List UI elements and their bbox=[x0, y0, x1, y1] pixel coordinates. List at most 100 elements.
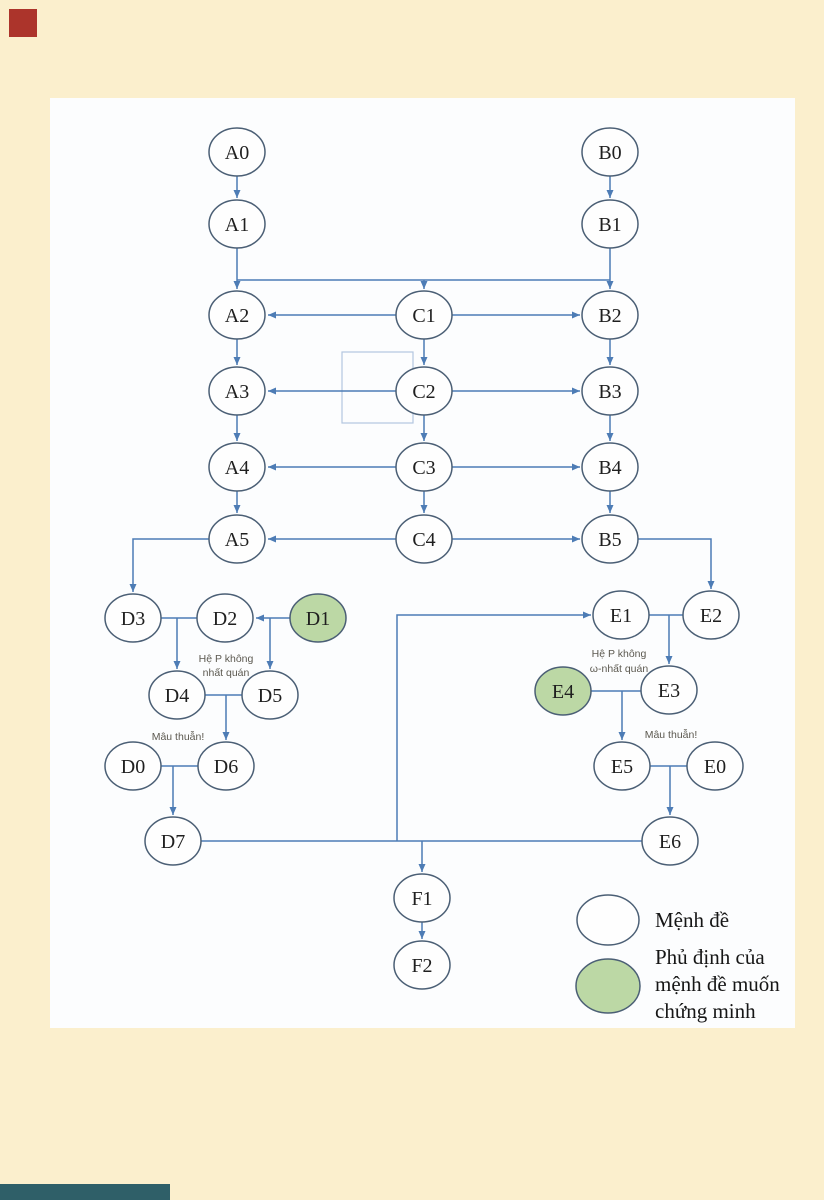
node-label-f2: F2 bbox=[411, 955, 432, 977]
node-ellipse-d5 bbox=[241, 670, 299, 720]
node-label-d1: D1 bbox=[306, 608, 330, 630]
legend-swatch-negation bbox=[575, 958, 641, 1014]
node-b5: B5 bbox=[581, 514, 639, 564]
node-d0: D0 bbox=[104, 741, 162, 791]
edge-bus-e1 bbox=[396, 611, 591, 841]
node-d3: D3 bbox=[104, 593, 162, 643]
node-b3: B3 bbox=[581, 366, 639, 416]
node-label-a2: A2 bbox=[225, 305, 249, 327]
node-ellipse-b0 bbox=[581, 127, 639, 177]
node-d6: D6 bbox=[197, 741, 255, 791]
node-f1: F1 bbox=[393, 873, 451, 923]
node-label-b1: B1 bbox=[598, 214, 621, 236]
node-ellipse-b3 bbox=[581, 366, 639, 416]
node-ellipse-e0 bbox=[686, 741, 744, 791]
node-ellipse-d4 bbox=[148, 670, 206, 720]
node-d5: D5 bbox=[241, 670, 299, 720]
node-d2: D2 bbox=[196, 593, 254, 643]
node-label-c4: C4 bbox=[412, 529, 435, 551]
node-e1: E1 bbox=[592, 590, 650, 640]
node-label-d0: D0 bbox=[121, 756, 145, 778]
node-f2: F2 bbox=[393, 940, 451, 990]
node-label-e1: E1 bbox=[610, 605, 632, 627]
node-e4: E4 bbox=[534, 666, 592, 716]
node-e5: E5 bbox=[593, 741, 651, 791]
node-label-b4: B4 bbox=[598, 457, 621, 479]
node-a0: A0 bbox=[208, 127, 266, 177]
node-c2: C2 bbox=[395, 366, 453, 416]
node-ellipse-a4 bbox=[208, 442, 266, 492]
node-ellipse-b4 bbox=[581, 442, 639, 492]
node-label-e0: E0 bbox=[704, 756, 726, 778]
node-label-e6: E6 bbox=[659, 831, 681, 853]
node-a5: A5 bbox=[208, 514, 266, 564]
node-label-d3: D3 bbox=[121, 608, 145, 630]
node-ellipse-c4 bbox=[395, 514, 453, 564]
node-label-a5: A5 bbox=[225, 529, 249, 551]
node-label-e2: E2 bbox=[700, 605, 722, 627]
node-ellipse-e6 bbox=[641, 816, 699, 866]
node-e0: E0 bbox=[686, 741, 744, 791]
node-label-d4: D4 bbox=[165, 685, 189, 707]
node-ellipse-e2 bbox=[682, 590, 740, 640]
node-b0: B0 bbox=[581, 127, 639, 177]
node-ellipse-d0 bbox=[104, 741, 162, 791]
node-ellipse-a0 bbox=[208, 127, 266, 177]
node-c1: C1 bbox=[395, 290, 453, 340]
node-ellipse-d7 bbox=[144, 816, 202, 866]
node-label-d5: D5 bbox=[258, 685, 282, 707]
node-label-b3: B3 bbox=[598, 381, 621, 403]
node-label-e3: E3 bbox=[658, 680, 680, 702]
node-ellipse-e5 bbox=[593, 741, 651, 791]
node-label-a3: A3 bbox=[225, 381, 249, 403]
node-ellipse-d1 bbox=[289, 593, 347, 643]
node-label-b5: B5 bbox=[598, 529, 621, 551]
node-ellipse-a3 bbox=[208, 366, 266, 416]
node-ellipse-f2 bbox=[393, 940, 451, 990]
node-d4: D4 bbox=[148, 670, 206, 720]
node-label-e4: E4 bbox=[552, 681, 574, 703]
node-b1: B1 bbox=[581, 199, 639, 249]
node-d1: D1 bbox=[289, 593, 347, 643]
node-ellipse-e4 bbox=[534, 666, 592, 716]
edge-a5-d3 bbox=[129, 538, 209, 592]
node-ellipse-b5 bbox=[581, 514, 639, 564]
node-a2: A2 bbox=[208, 290, 266, 340]
node-a1: A1 bbox=[208, 199, 266, 249]
node-e3: E3 bbox=[640, 665, 698, 715]
node-ellipse-f1 bbox=[393, 873, 451, 923]
node-ellipse-a1 bbox=[208, 199, 266, 249]
node-label-c3: C3 bbox=[412, 457, 435, 479]
node-a3: A3 bbox=[208, 366, 266, 416]
edge-b5-e2 bbox=[638, 538, 715, 589]
node-label-c2: C2 bbox=[412, 381, 435, 403]
node-ellipse-e3 bbox=[640, 665, 698, 715]
node-label-d7: D7 bbox=[161, 831, 185, 853]
node-ellipse-c3 bbox=[395, 442, 453, 492]
node-label-e5: E5 bbox=[611, 756, 633, 778]
node-ellipse-e1 bbox=[592, 590, 650, 640]
node-ellipse-a5 bbox=[208, 514, 266, 564]
node-label-d2: D2 bbox=[213, 608, 237, 630]
teal-bottom-bar bbox=[0, 1184, 170, 1200]
legend-swatch-proposition bbox=[576, 894, 640, 946]
node-e6: E6 bbox=[641, 816, 699, 866]
node-e2: E2 bbox=[682, 590, 740, 640]
node-ellipse-c2 bbox=[395, 366, 453, 416]
node-d7: D7 bbox=[144, 816, 202, 866]
node-label-c1: C1 bbox=[412, 305, 435, 327]
node-label-a1: A1 bbox=[225, 214, 249, 236]
node-ellipse-d6 bbox=[197, 741, 255, 791]
node-ellipse-c1 bbox=[395, 290, 453, 340]
node-ellipse-b2 bbox=[581, 290, 639, 340]
node-b4: B4 bbox=[581, 442, 639, 492]
annotation-contradiction-right: Mâu thuẫn! bbox=[645, 728, 698, 741]
node-ellipse-b1 bbox=[581, 199, 639, 249]
edges-layer bbox=[129, 176, 715, 939]
